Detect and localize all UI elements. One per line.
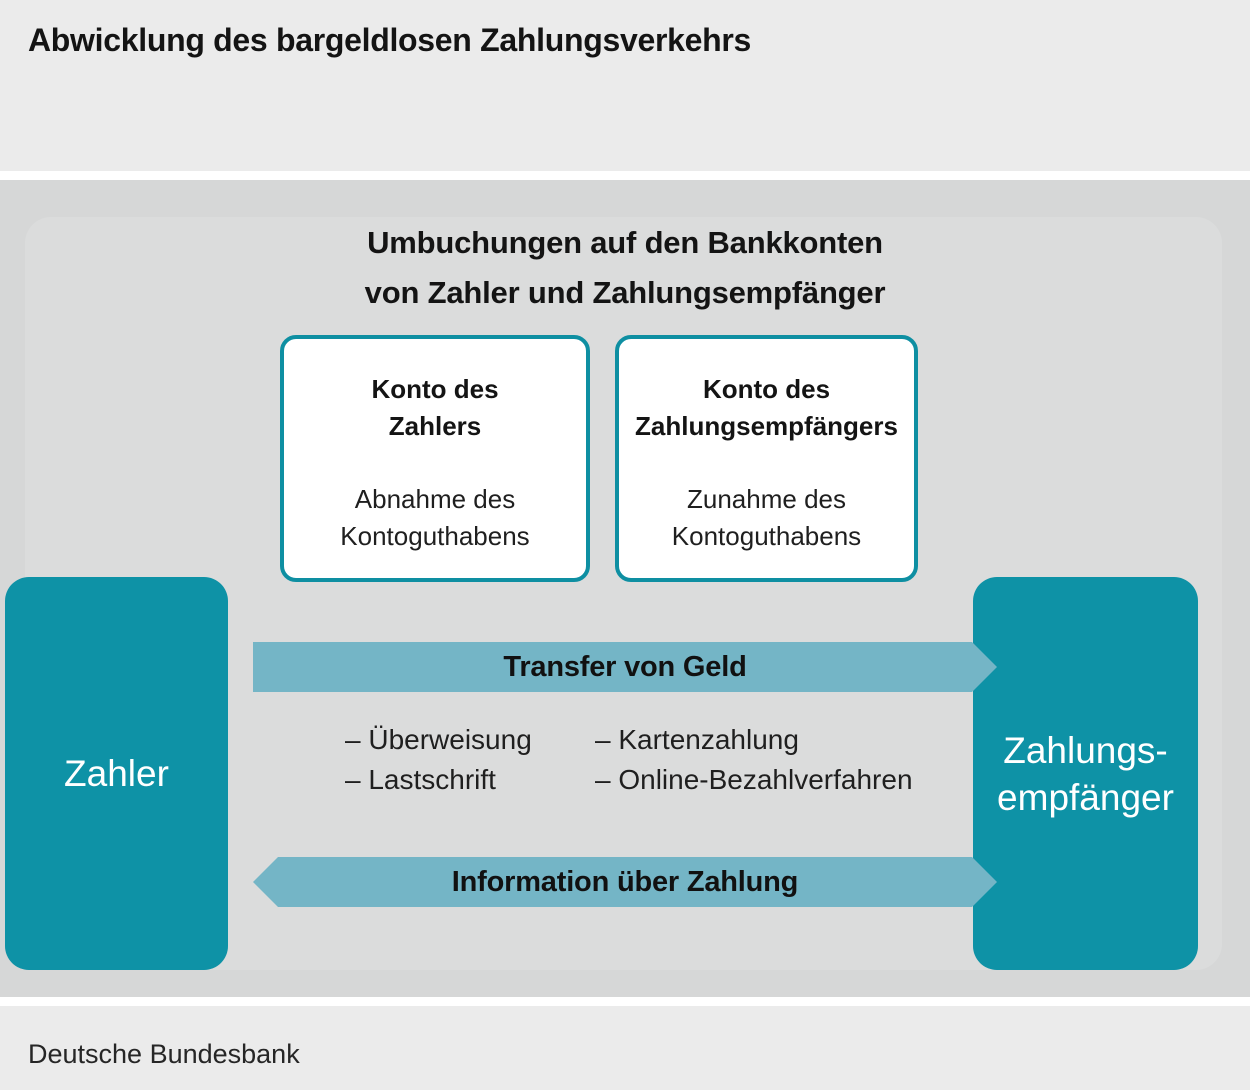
payment-methods-list: – Überweisung – Lastschrift – Kartenzahl… <box>345 720 945 810</box>
account-note-line: Abnahme des <box>354 484 516 514</box>
method-item: – Lastschrift <box>345 764 496 795</box>
account-note-line: Zunahme des <box>687 484 846 514</box>
transfer-arrow-right: Transfer von Geld <box>253 642 997 692</box>
panel-heading: Umbuchungen auf den Bankkonten von Zahle… <box>125 218 1125 318</box>
title-strip: Abwicklung des bargeldlosen Zahlungsverk… <box>0 0 1250 171</box>
payee-box: Zahlungs- empfänger <box>973 577 1198 970</box>
payee-label-line: empfänger <box>997 776 1174 818</box>
payee-account-box: Konto des Zahlungsempfängers Zunahme des… <box>615 335 918 582</box>
panel-heading-line: Umbuchungen auf den Bankkonten <box>367 225 883 260</box>
payer-box: Zahler <box>5 577 228 970</box>
method-item: – Kartenzahlung <box>595 724 799 755</box>
page-title: Abwicklung des bargeldlosen Zahlungsverk… <box>28 22 751 58</box>
payer-label: Zahler <box>64 753 169 794</box>
payment-methods-column: – Kartenzahlung – Online-Bezahlverfahren <box>595 720 913 800</box>
account-note-line: Kontoguthabens <box>671 521 862 551</box>
account-title-line: Konto des <box>702 374 831 404</box>
account-title-line: Konto des <box>371 374 499 404</box>
method-item: – Überweisung <box>345 724 532 755</box>
payment-methods-column: – Überweisung – Lastschrift <box>345 720 532 800</box>
payer-account-note: Abnahme des Kontoguthabens <box>284 481 586 555</box>
payee-account-title: Konto des Zahlungsempfängers <box>619 371 914 445</box>
payee-label: Zahlungs- empfänger <box>997 727 1174 821</box>
footer-strip: Deutsche Bundesbank <box>0 1006 1250 1090</box>
payer-account-box: Konto des Zahlers Abnahme des Kontogutha… <box>280 335 590 582</box>
footer-brand: Deutsche Bundesbank <box>28 1039 300 1069</box>
account-note-line: Kontoguthabens <box>340 521 530 551</box>
transfer-arrow-label: Transfer von Geld <box>503 650 747 683</box>
payee-account-note: Zunahme des Kontoguthabens <box>619 481 914 555</box>
payee-label-line: Zahlungs- <box>1003 729 1168 771</box>
payer-account-title: Konto des Zahlers <box>284 371 586 445</box>
diagram-area: Umbuchungen auf den Bankkonten von Zahle… <box>0 180 1250 997</box>
account-title-line: Zahlungsempfängers <box>635 411 898 441</box>
panel-heading-line: von Zahler und Zahlungsempfänger <box>364 275 886 310</box>
account-title-line: Zahlers <box>388 411 482 441</box>
method-item: – Online-Bezahlverfahren <box>595 764 913 795</box>
information-arrow-both: Information über Zahlung <box>253 857 997 907</box>
information-arrow-label: Information über Zahlung <box>451 865 799 898</box>
